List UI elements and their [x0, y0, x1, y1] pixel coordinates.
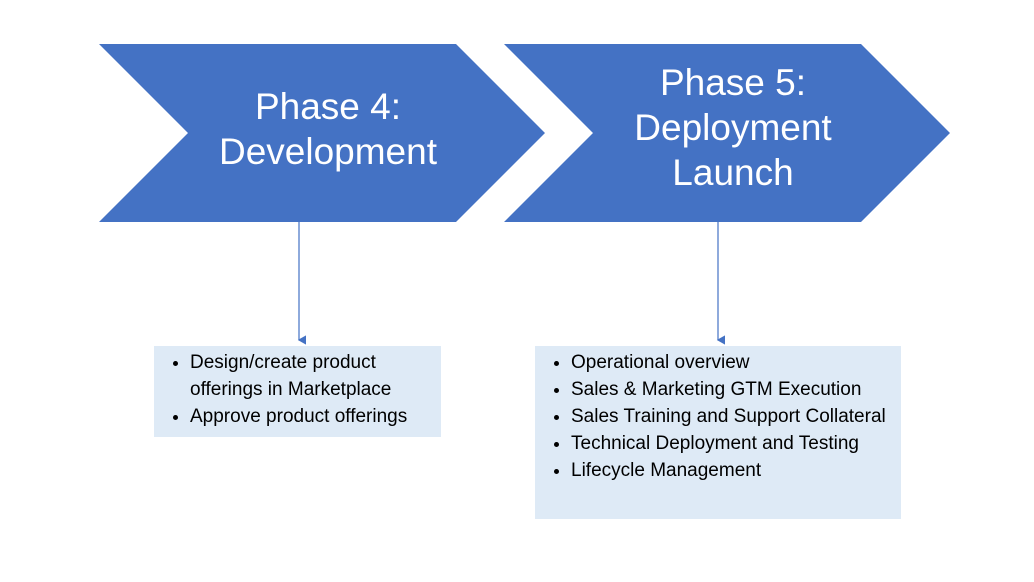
phase-5-task-list: Operational overview Sales & Marketing G… — [535, 346, 901, 519]
phase-4-title: Phase 4: Development — [188, 84, 468, 174]
phase-5-chevron — [504, 44, 950, 222]
list-item: Lifecycle Management — [571, 457, 893, 484]
list-item: Design/create product offerings in Marke… — [190, 349, 433, 403]
phase-4-chevron — [99, 44, 545, 222]
phase-4-task-list: Design/create product offerings in Marke… — [154, 346, 441, 437]
phase-5-title-line: Phase 5: — [659, 62, 807, 103]
phase-5-title-line: Launch — [672, 152, 794, 193]
list-item: Technical Deployment and Testing — [571, 430, 893, 457]
list-item: Approve product offerings — [190, 403, 433, 430]
list-item: Sales Training and Support Collateral — [571, 403, 893, 430]
list-item: Sales & Marketing GTM Execution — [571, 376, 893, 403]
phase-5-title-line: Deployment — [634, 107, 832, 148]
phase-4-title-line: Phase 4: — [254, 86, 402, 127]
phase-4-title-line: Development — [218, 131, 437, 172]
phase-5-title: Phase 5: Deployment Launch — [593, 60, 873, 195]
list-item: Operational overview — [571, 349, 893, 376]
